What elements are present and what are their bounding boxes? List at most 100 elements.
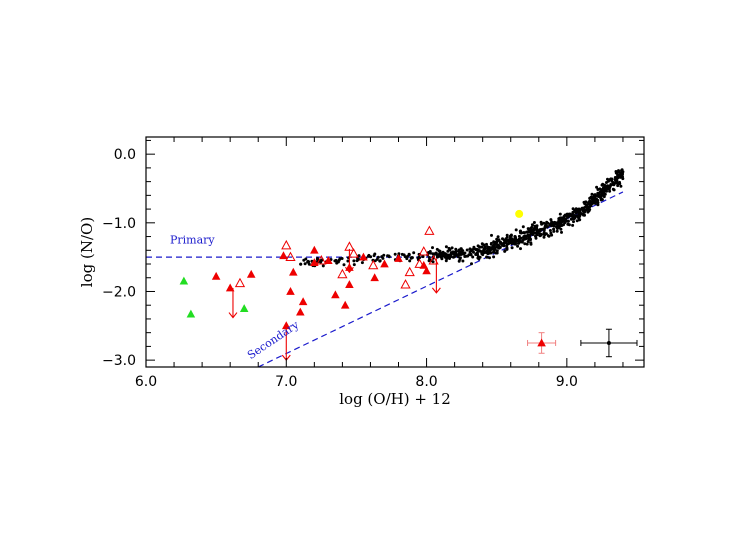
data-dot [552, 229, 556, 233]
data-dot [580, 207, 584, 211]
data-dot [532, 221, 536, 224]
data-dot [502, 241, 506, 245]
data-dot [606, 177, 609, 181]
data-dot [453, 253, 457, 257]
data-dot [407, 253, 411, 257]
data-dot [597, 193, 601, 197]
open-triangle-point [285, 251, 296, 262]
y-tick-label: −1.0 [102, 216, 136, 232]
data-dot [410, 256, 414, 260]
data-dot [397, 252, 401, 256]
data-dot [441, 254, 445, 258]
data-dot [557, 221, 561, 225]
data-dot [549, 231, 553, 235]
data-dot [582, 200, 586, 204]
data-dot [510, 246, 514, 250]
data-dot [393, 252, 397, 256]
filled-triangle-point [246, 269, 256, 278]
data-dot [491, 245, 495, 249]
data-dot [431, 260, 435, 264]
data-dot [525, 242, 529, 246]
open-triangle-point [428, 255, 439, 265]
data-dot [586, 210, 590, 214]
data-dot [482, 250, 486, 254]
data-dot [613, 178, 617, 182]
data-dot [481, 253, 485, 257]
filled-triangle-point [225, 283, 235, 292]
data-dot [477, 257, 481, 261]
data-dot [608, 189, 612, 193]
error-bar-samples [527, 328, 638, 358]
data-dot [599, 190, 603, 193]
data-dot [475, 248, 479, 252]
data-dot [352, 263, 356, 267]
data-dot [457, 249, 460, 253]
data-dot [360, 261, 364, 265]
data-dot [516, 244, 520, 248]
data-dot [502, 244, 506, 248]
data-dot [616, 175, 620, 179]
data-dot [518, 229, 522, 233]
data-dot [583, 210, 586, 214]
data-dot [526, 240, 530, 243]
data-dot [342, 263, 346, 267]
data-dot [613, 176, 617, 179]
data-dot [552, 223, 555, 227]
data-dot [497, 246, 501, 250]
data-dot [507, 242, 511, 245]
data-dot [587, 208, 591, 212]
plot-frame [145, 136, 645, 368]
x-tick-label: 6.0 [135, 374, 157, 390]
open-triangle-point [234, 277, 246, 288]
reference-line-label: Secondary [245, 318, 302, 362]
data-dot [522, 237, 526, 241]
data-dot [560, 219, 564, 223]
x-tick-label: 8.0 [415, 374, 437, 390]
data-dot [605, 184, 609, 188]
open-triangle-point [418, 246, 429, 256]
data-dot [336, 260, 340, 264]
data-dot [571, 216, 575, 220]
data-dot [405, 257, 409, 261]
data-dot [427, 259, 431, 263]
data-dot [557, 217, 561, 221]
data-dot [483, 245, 487, 249]
data-dot [609, 183, 613, 186]
data-dot [346, 259, 350, 263]
data-dot [462, 252, 466, 256]
data-dot [421, 254, 425, 258]
data-dot [563, 213, 567, 217]
data-dot [357, 257, 361, 261]
data-dot [431, 252, 435, 256]
data-dot [485, 255, 489, 259]
data-dot [620, 173, 624, 177]
data-dot [382, 253, 386, 257]
filled-triangle-point [324, 256, 333, 264]
data-dot [476, 244, 480, 248]
upper-limit-arrows [228, 248, 441, 362]
data-dot [372, 254, 376, 258]
data-dot [321, 264, 325, 268]
data-dot [303, 262, 307, 266]
data-dot [591, 201, 595, 205]
data-dot [434, 251, 438, 255]
data-dot [545, 225, 549, 229]
open-triangle-point [316, 255, 327, 265]
data-dot [588, 202, 592, 206]
data-dot [529, 228, 533, 232]
open-triangle-point [368, 259, 379, 270]
data-dot [499, 241, 503, 245]
data-dot [513, 235, 517, 239]
data-dot [590, 197, 594, 201]
upper-limit-arrowhead [344, 266, 354, 274]
data-dot [607, 187, 611, 191]
data-dot [516, 241, 520, 245]
error-bar-marker [537, 338, 546, 347]
data-dot [449, 251, 453, 255]
filled-triangle-point [419, 260, 429, 269]
data-dot [611, 187, 615, 191]
data-dot [427, 256, 431, 259]
data-dot [534, 236, 538, 240]
data-dot [470, 262, 473, 266]
data-dot [438, 249, 442, 253]
